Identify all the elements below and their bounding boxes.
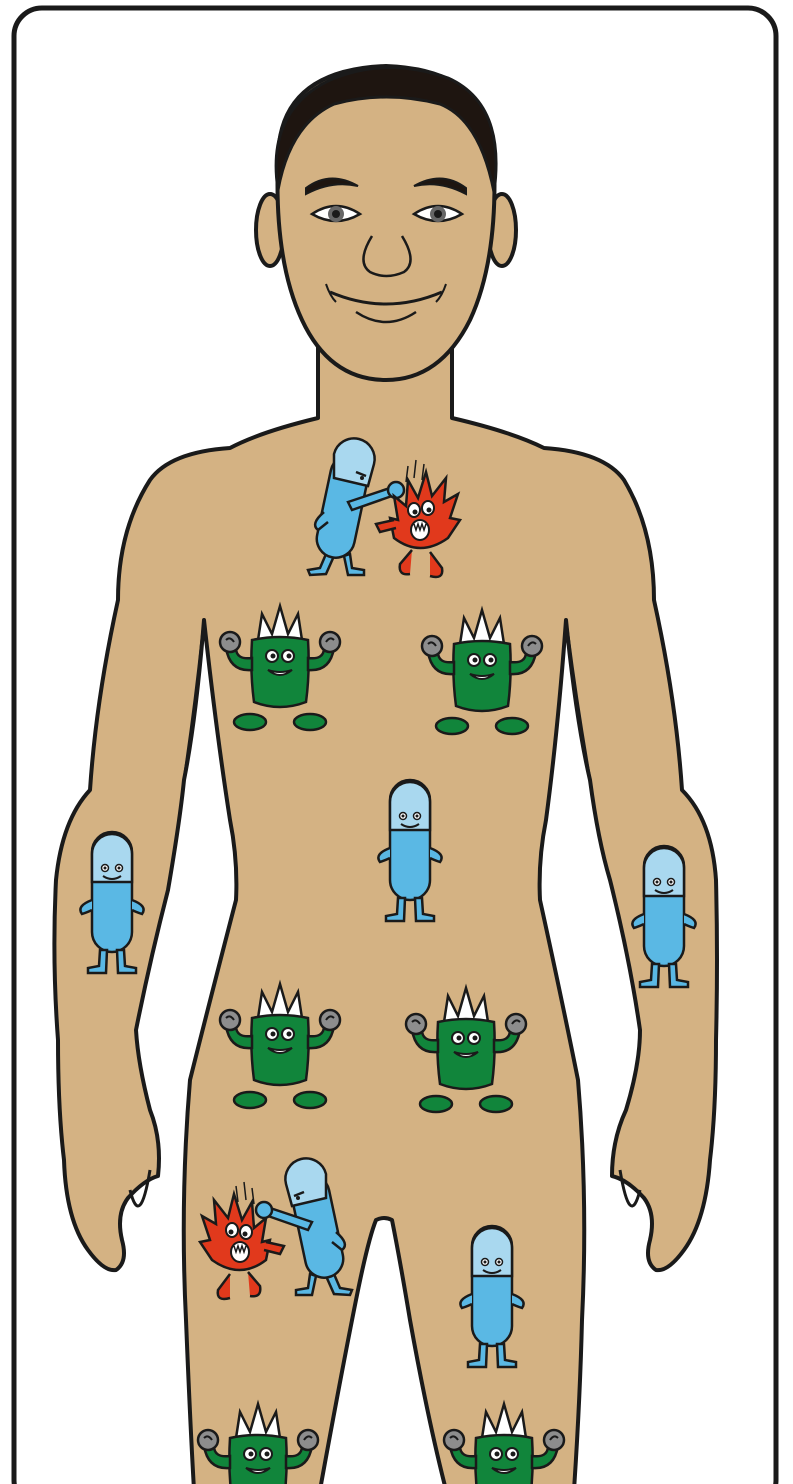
body-illustration xyxy=(0,0,793,1484)
illustration-card xyxy=(0,0,793,1484)
